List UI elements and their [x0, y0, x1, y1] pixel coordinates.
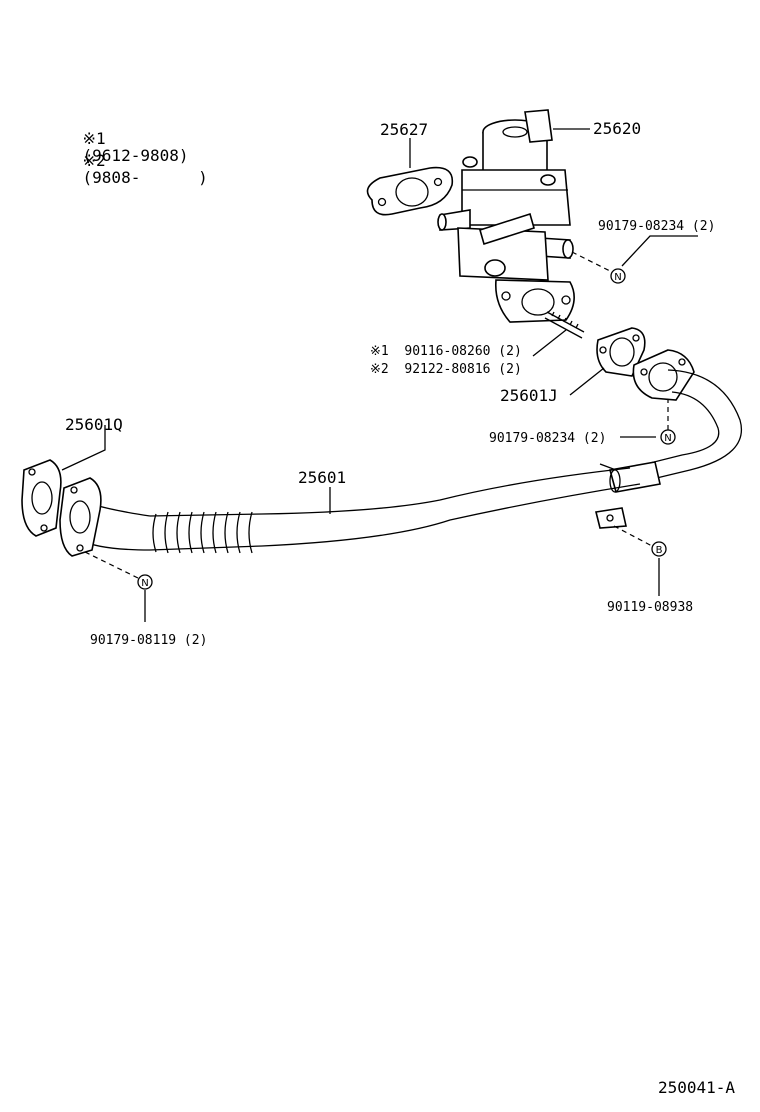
callout-nut-pipe-right: 90179-08234 (2): [489, 431, 607, 446]
symbol-badges: N N B N: [137, 268, 676, 590]
callout-bolt-bracket: 90119-08938: [607, 600, 694, 615]
note-1: ※1 (9612-9808): [44, 113, 189, 181]
callout-25601: 25601: [298, 468, 347, 487]
nut-symbol-icon: [610, 268, 626, 284]
bolt-symbol-icon: [651, 541, 667, 557]
callout-25601Q: 25601Q: [65, 415, 123, 434]
callout-25627: 25627: [380, 120, 429, 139]
callout-stud-1: ※1 90116-08260 (2): [370, 344, 522, 359]
note-2: ※2 (9808- ): [44, 135, 208, 203]
callout-25620: 25620: [593, 119, 642, 138]
figure-id: 250041-A: [658, 1078, 736, 1097]
egr-pipe: [59, 349, 742, 557]
note-2-range: (9808- ): [82, 168, 208, 187]
note-1-range: (9612-9808): [82, 146, 189, 165]
callout-nut-pipe-left: 90179-08119 (2): [90, 633, 208, 648]
bolt-symbol-letter: B: [656, 545, 663, 556]
nut-symbol-letter: N: [664, 433, 671, 444]
callout-stud-2: ※2 92122-80816 (2): [370, 362, 522, 377]
note-2-mark: ※2: [82, 151, 106, 170]
nut-symbol-icon: [660, 429, 676, 445]
egr-valve: [437, 109, 585, 339]
callout-nut-valve: 90179-08234 (2): [598, 219, 716, 234]
note-1-mark: ※1: [82, 129, 106, 148]
gasket-25627: [366, 166, 454, 216]
callout-25601J: 25601J: [500, 386, 558, 405]
leader-lines: [61, 128, 698, 622]
nut-symbol-letter: N: [141, 578, 148, 589]
gasket-25601Q: [21, 459, 62, 537]
nut-symbol-icon: [137, 574, 153, 590]
nut-symbol-letter: N: [614, 272, 621, 283]
